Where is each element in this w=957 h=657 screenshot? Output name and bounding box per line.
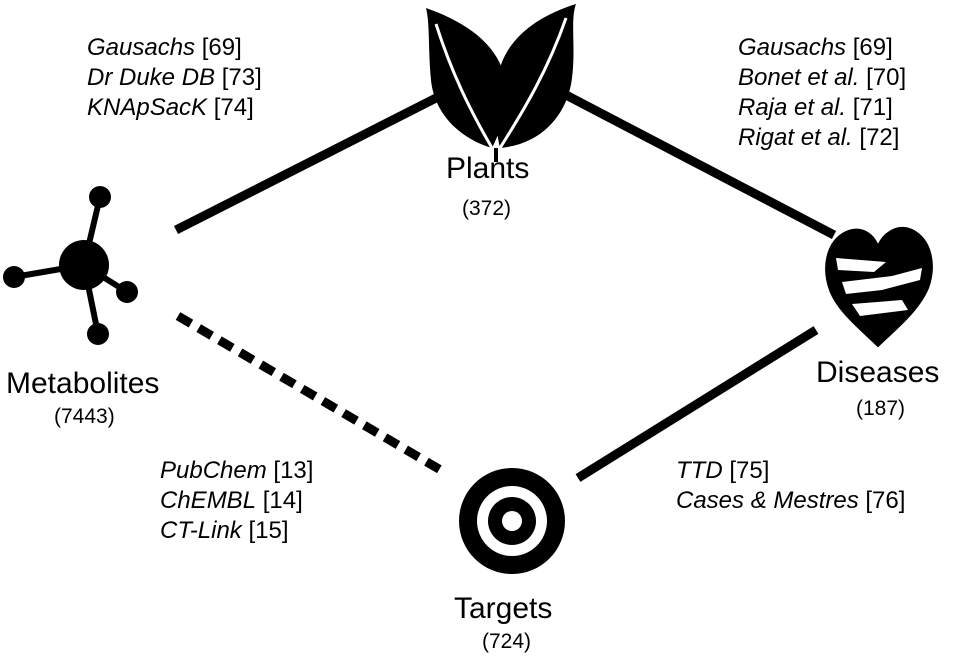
edge-metabolites-targets — [175, 312, 447, 476]
leaf-icon — [426, 4, 576, 162]
target-icon — [459, 468, 565, 574]
diseases-count: (187) — [856, 397, 906, 420]
reference-item: Gausachs [69] — [87, 34, 242, 61]
reference-item: Raja et al. [71] — [738, 94, 893, 121]
edge-metabolites-plants — [173, 90, 445, 235]
targets-count: (724) — [482, 630, 532, 653]
edge-plants-diseases — [563, 91, 837, 239]
diseases-label: Diseases — [816, 356, 940, 389]
broken-heart-icon — [825, 227, 933, 348]
reference-item: ChEMBL [14] — [160, 487, 303, 514]
plants-label: Plants — [446, 152, 530, 185]
reference-item: Gausachs [69] — [738, 34, 893, 61]
reference-item: KNApSacK [74] — [87, 94, 254, 121]
reference-item: Dr Duke DB [73] — [87, 64, 262, 91]
references-plants-diseases: Gausachs [69] Bonet et al. [70] Raja et … — [738, 33, 906, 153]
references-metabolites-plants: Gausachs [69] Dr Duke DB [73] KNApSacK [… — [87, 33, 262, 123]
references-metabolites-targets: PubChem [13] ChEMBL [14] CT-Link [15] — [160, 456, 313, 546]
metabolites-label: Metabolites — [6, 367, 160, 400]
reference-item: Bonet et al. [70] — [738, 64, 907, 91]
references-targets-diseases: TTD [75] Cases & Mestres [76] — [676, 456, 905, 516]
targets-label: Targets — [454, 592, 553, 625]
edge-targets-diseases — [575, 326, 819, 482]
reference-item: PubChem [13] — [160, 457, 314, 484]
plants-count: (372) — [462, 197, 512, 220]
metabolites-count: (7443) — [54, 405, 115, 428]
reference-item: TTD [75] — [676, 457, 770, 484]
molecule-icon — [3, 186, 138, 345]
reference-item: Rigat et al. [72] — [738, 124, 900, 151]
reference-item: Cases & Mestres [76] — [676, 487, 906, 514]
reference-item: CT-Link [15] — [160, 517, 289, 544]
